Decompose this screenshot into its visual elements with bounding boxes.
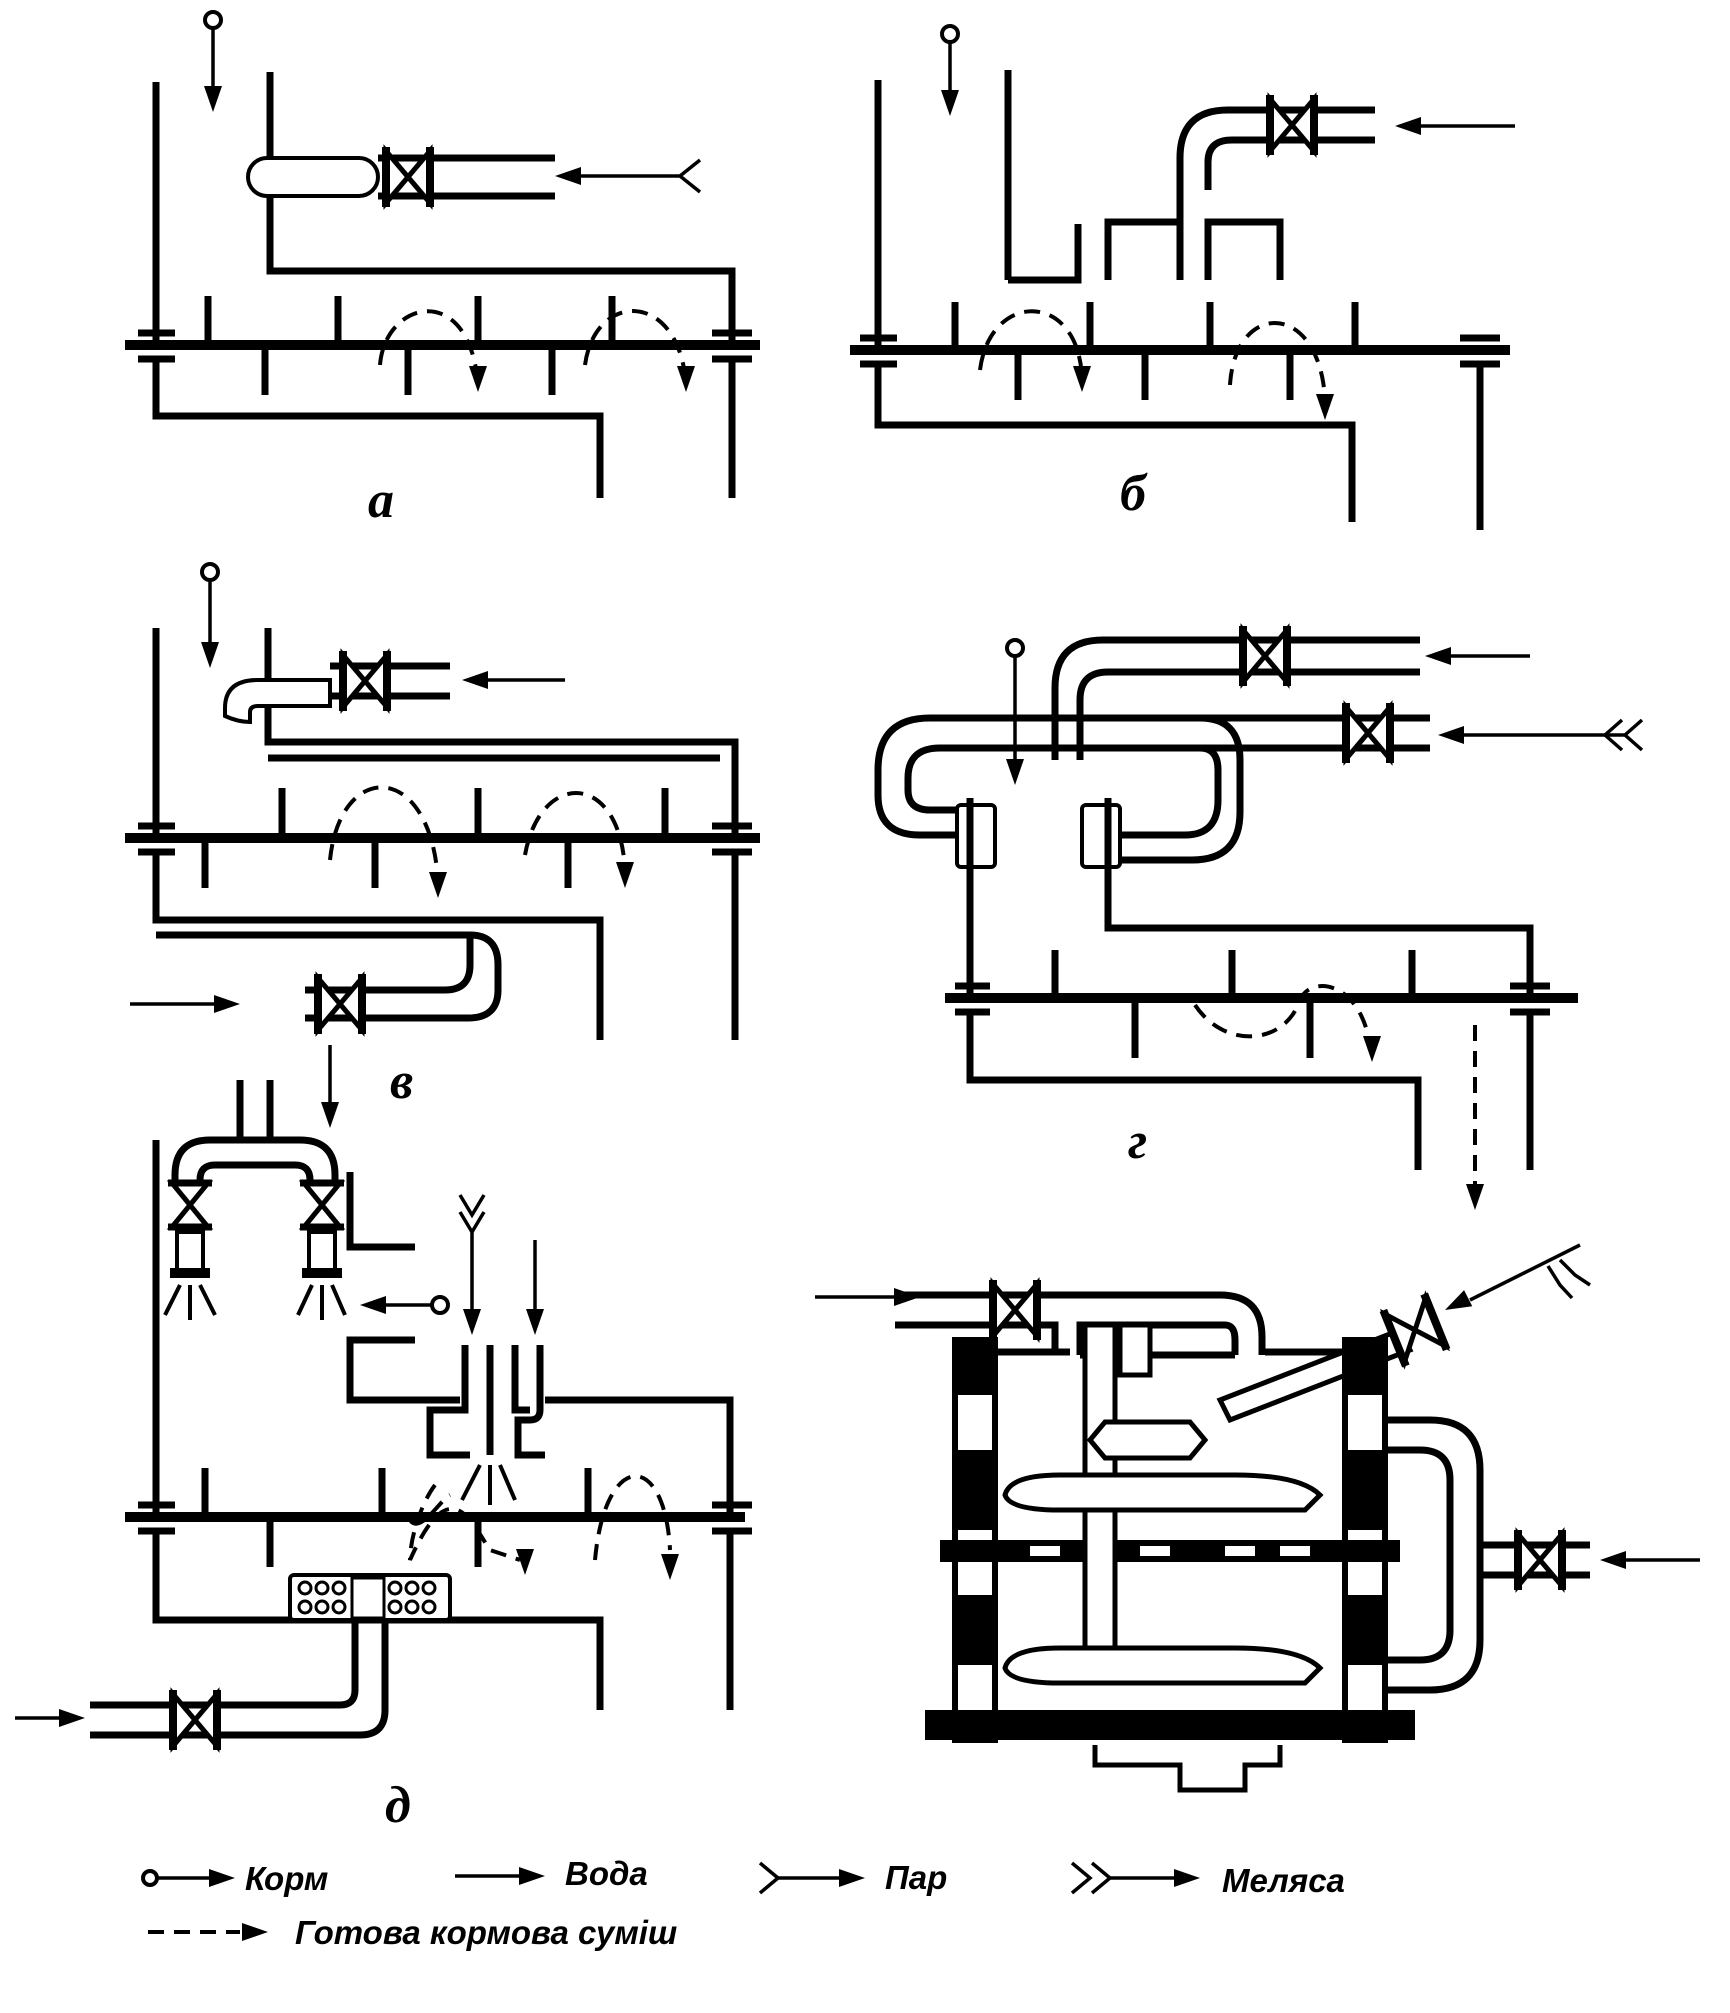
legend-label-ready-mix: Готова кормова суміш bbox=[295, 1914, 677, 1951]
steam-arrow-icon bbox=[839, 1869, 865, 1887]
legend-label-feed: Корм bbox=[245, 1860, 328, 1897]
water-arrow-icon bbox=[519, 1867, 545, 1885]
legend-label-molasses: Меляса bbox=[1222, 1862, 1345, 1899]
legend-item-feed: Корм bbox=[141, 1860, 328, 1897]
scheme-panel-v: в bbox=[125, 562, 760, 1110]
ready-mix-arrow-icon bbox=[429, 872, 447, 898]
water-arrow-icon bbox=[526, 1309, 544, 1335]
panel-label-v: в bbox=[390, 1053, 413, 1110]
legend-label-water: Вода bbox=[565, 1855, 648, 1892]
molasses-arrow-icon bbox=[1438, 726, 1464, 744]
molasses-arrow-icon bbox=[1440, 1290, 1473, 1319]
water-arrow-icon bbox=[214, 995, 240, 1013]
ready-mix-arrow-icon bbox=[677, 366, 695, 392]
legend-item-ready-mix: Готова кормова суміш bbox=[148, 1914, 677, 1951]
ready-mix-arrow-icon bbox=[1316, 394, 1334, 420]
feed-arrow-icon bbox=[1006, 759, 1024, 785]
panel-label-b: б bbox=[1120, 465, 1148, 522]
steam-valve-icon bbox=[1518, 1530, 1562, 1590]
ready-mix-arrow-icon bbox=[242, 1923, 268, 1941]
feed-arrow-icon bbox=[360, 1296, 386, 1314]
water-arrow-icon bbox=[1425, 647, 1451, 665]
scheme-panel-b: б bbox=[850, 24, 1515, 530]
steam-valve-icon bbox=[300, 1183, 344, 1227]
scheme-panel-d: д bbox=[15, 1045, 752, 1834]
steam-nozzle-header bbox=[246, 156, 380, 198]
steam-valve-icon bbox=[1270, 95, 1314, 155]
panel-label-a: а bbox=[368, 472, 394, 529]
scheme-panel-a: а bbox=[125, 10, 760, 529]
steam-mixer-scheme bbox=[815, 1243, 1700, 1793]
feed-arrow-icon bbox=[209, 1869, 235, 1887]
feed-arrow-icon bbox=[941, 90, 959, 116]
panel-label-d: д bbox=[385, 1777, 411, 1834]
molasses-valve-icon bbox=[1346, 703, 1390, 763]
water-arrow-icon bbox=[1600, 1551, 1626, 1569]
water-valve-icon bbox=[993, 1280, 1037, 1340]
molasses-arrow-icon bbox=[1174, 1869, 1200, 1887]
ready-mix-arrow-icon bbox=[661, 1554, 679, 1580]
water-valve-icon bbox=[1243, 626, 1287, 686]
water-valve-icon bbox=[343, 651, 387, 711]
steam-arrow-icon bbox=[463, 1309, 481, 1335]
legend-label-steam: Пар bbox=[885, 1859, 947, 1896]
ready-mix-arrow-icon bbox=[616, 862, 634, 888]
legend-item-molasses: Меляса bbox=[1070, 1861, 1345, 1899]
water-arrow-icon bbox=[894, 1288, 920, 1306]
water-valve-icon bbox=[318, 974, 362, 1034]
legend-item-water: Вода bbox=[455, 1855, 648, 1892]
legend: Корм Вода Пар Меляса Готова кормова сумі… bbox=[141, 1855, 1345, 1951]
ready-mix-arrow-icon bbox=[469, 366, 487, 392]
legend-item-steam: Пар bbox=[758, 1859, 947, 1896]
steam-arrow-icon bbox=[59, 1709, 85, 1727]
ready-mix-arrow-icon bbox=[1073, 366, 1091, 392]
steam-arrow-icon bbox=[555, 167, 581, 185]
water-arrow-icon bbox=[462, 671, 488, 689]
ready-mix-arrow-icon bbox=[516, 1549, 534, 1575]
panel-label-g: г bbox=[1128, 1113, 1147, 1170]
steam-arrow-icon bbox=[321, 1102, 339, 1128]
feed-arrow-icon bbox=[201, 642, 219, 668]
ready-mix-arrow-icon bbox=[1466, 1184, 1484, 1210]
steam-valve-icon bbox=[168, 1183, 212, 1227]
water-arrow-icon bbox=[1395, 117, 1421, 135]
steam-valve-icon bbox=[173, 1690, 217, 1750]
feed-arrow-icon bbox=[204, 86, 222, 112]
scheme-panel-g: г bbox=[874, 626, 1644, 1210]
ready-mix-arrow-icon bbox=[1363, 1036, 1381, 1062]
